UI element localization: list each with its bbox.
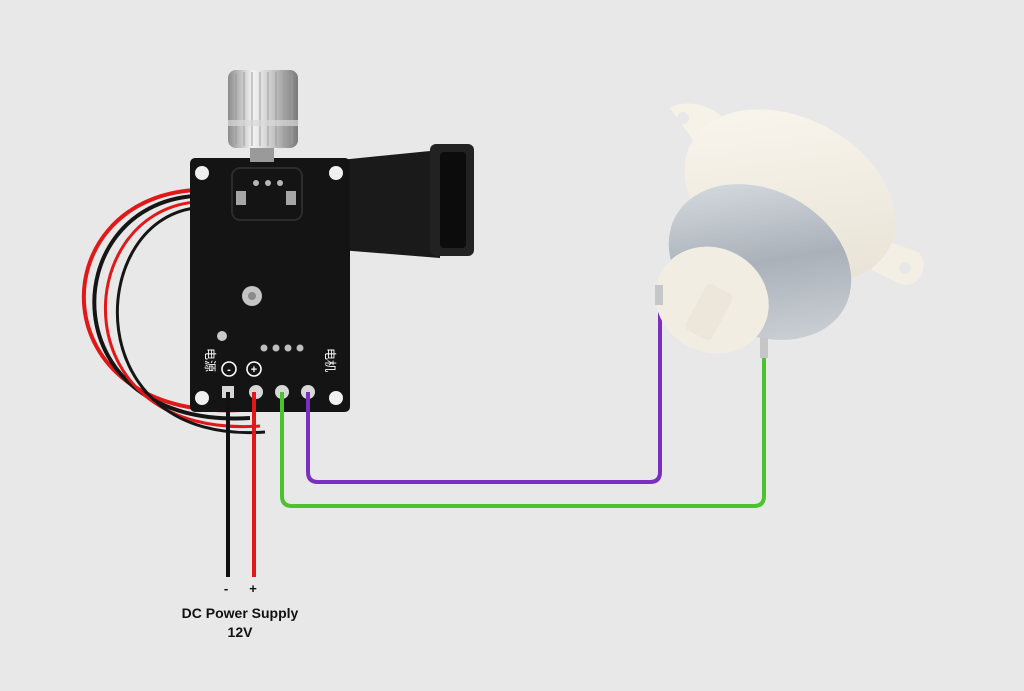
mount-hole — [195, 166, 209, 180]
board-positive-mark: + — [251, 364, 257, 376]
supply-positive-label: + — [249, 581, 257, 596]
board-power-label: 电源 — [203, 348, 217, 372]
mount-hole — [329, 391, 343, 405]
board-lead-loop — [81, 188, 266, 435]
plus-marking-icon — [246, 361, 262, 377]
minus-marking-icon — [221, 361, 237, 377]
supply-negative-label: - — [223, 581, 229, 596]
board-motor-label: 电机 — [323, 348, 337, 372]
power-supply-voltage: 12V — [227, 624, 253, 640]
pwm-controller-board: - + 电源 电机 — [190, 158, 350, 412]
mount-hole — [329, 166, 343, 180]
board-negative-mark: - — [227, 364, 231, 376]
rocker-switch — [340, 144, 474, 258]
motor-wire-purple — [306, 296, 662, 484]
motor-wire-green — [280, 356, 766, 508]
speed-knob — [228, 70, 298, 162]
dc-gear-motor — [655, 103, 924, 358]
power-supply-title: DC Power Supply — [181, 605, 299, 621]
mount-hole — [195, 391, 209, 405]
